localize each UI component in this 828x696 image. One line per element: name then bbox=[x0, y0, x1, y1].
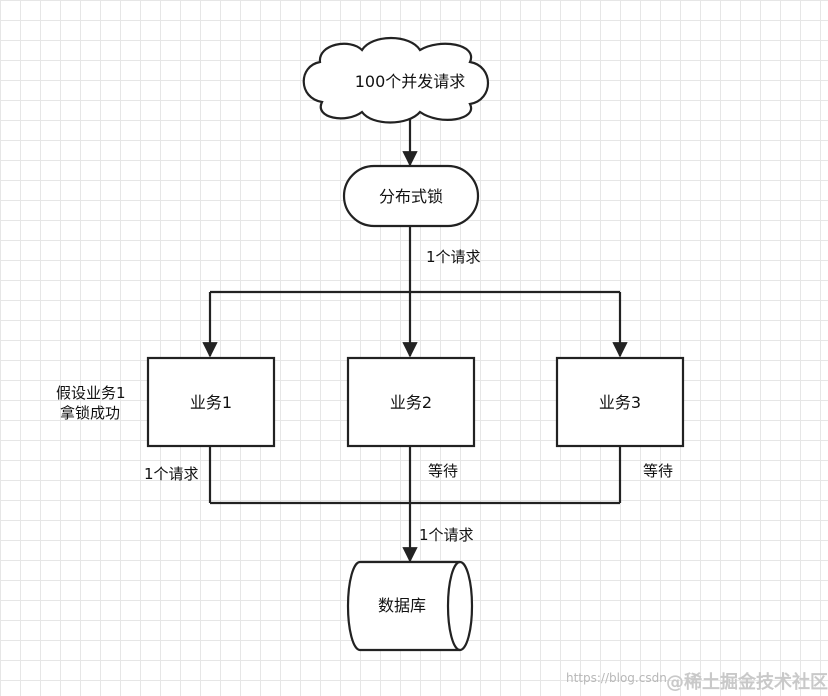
service1-label: 业务1 bbox=[189, 393, 233, 412]
database-label: 数据库 bbox=[377, 596, 426, 615]
service3-wait-label: 等待 bbox=[643, 462, 674, 480]
service2-label: 业务2 bbox=[389, 393, 433, 412]
lock-label: 分布式锁 bbox=[378, 187, 443, 206]
database-rim bbox=[446, 560, 461, 652]
assume-label-line2: 拿锁成功 bbox=[60, 404, 121, 422]
cloud-label: 100个并发请求 bbox=[354, 72, 466, 91]
lock-out-label: 1个请求 bbox=[426, 248, 481, 266]
cloud-shape bbox=[302, 37, 490, 124]
service1-shape bbox=[146, 356, 276, 448]
watermark-url: https://blog.csdn bbox=[566, 671, 667, 685]
service2-wait-label: 等待 bbox=[428, 462, 459, 480]
watermark-brand: @稀土掘金技术社区 bbox=[666, 672, 828, 693]
db-in-label: 1个请求 bbox=[419, 526, 474, 544]
assume-label-line1: 假设业务1 bbox=[56, 384, 126, 402]
service1-out-label: 1个请求 bbox=[144, 465, 199, 483]
service3-label: 业务3 bbox=[598, 393, 642, 412]
